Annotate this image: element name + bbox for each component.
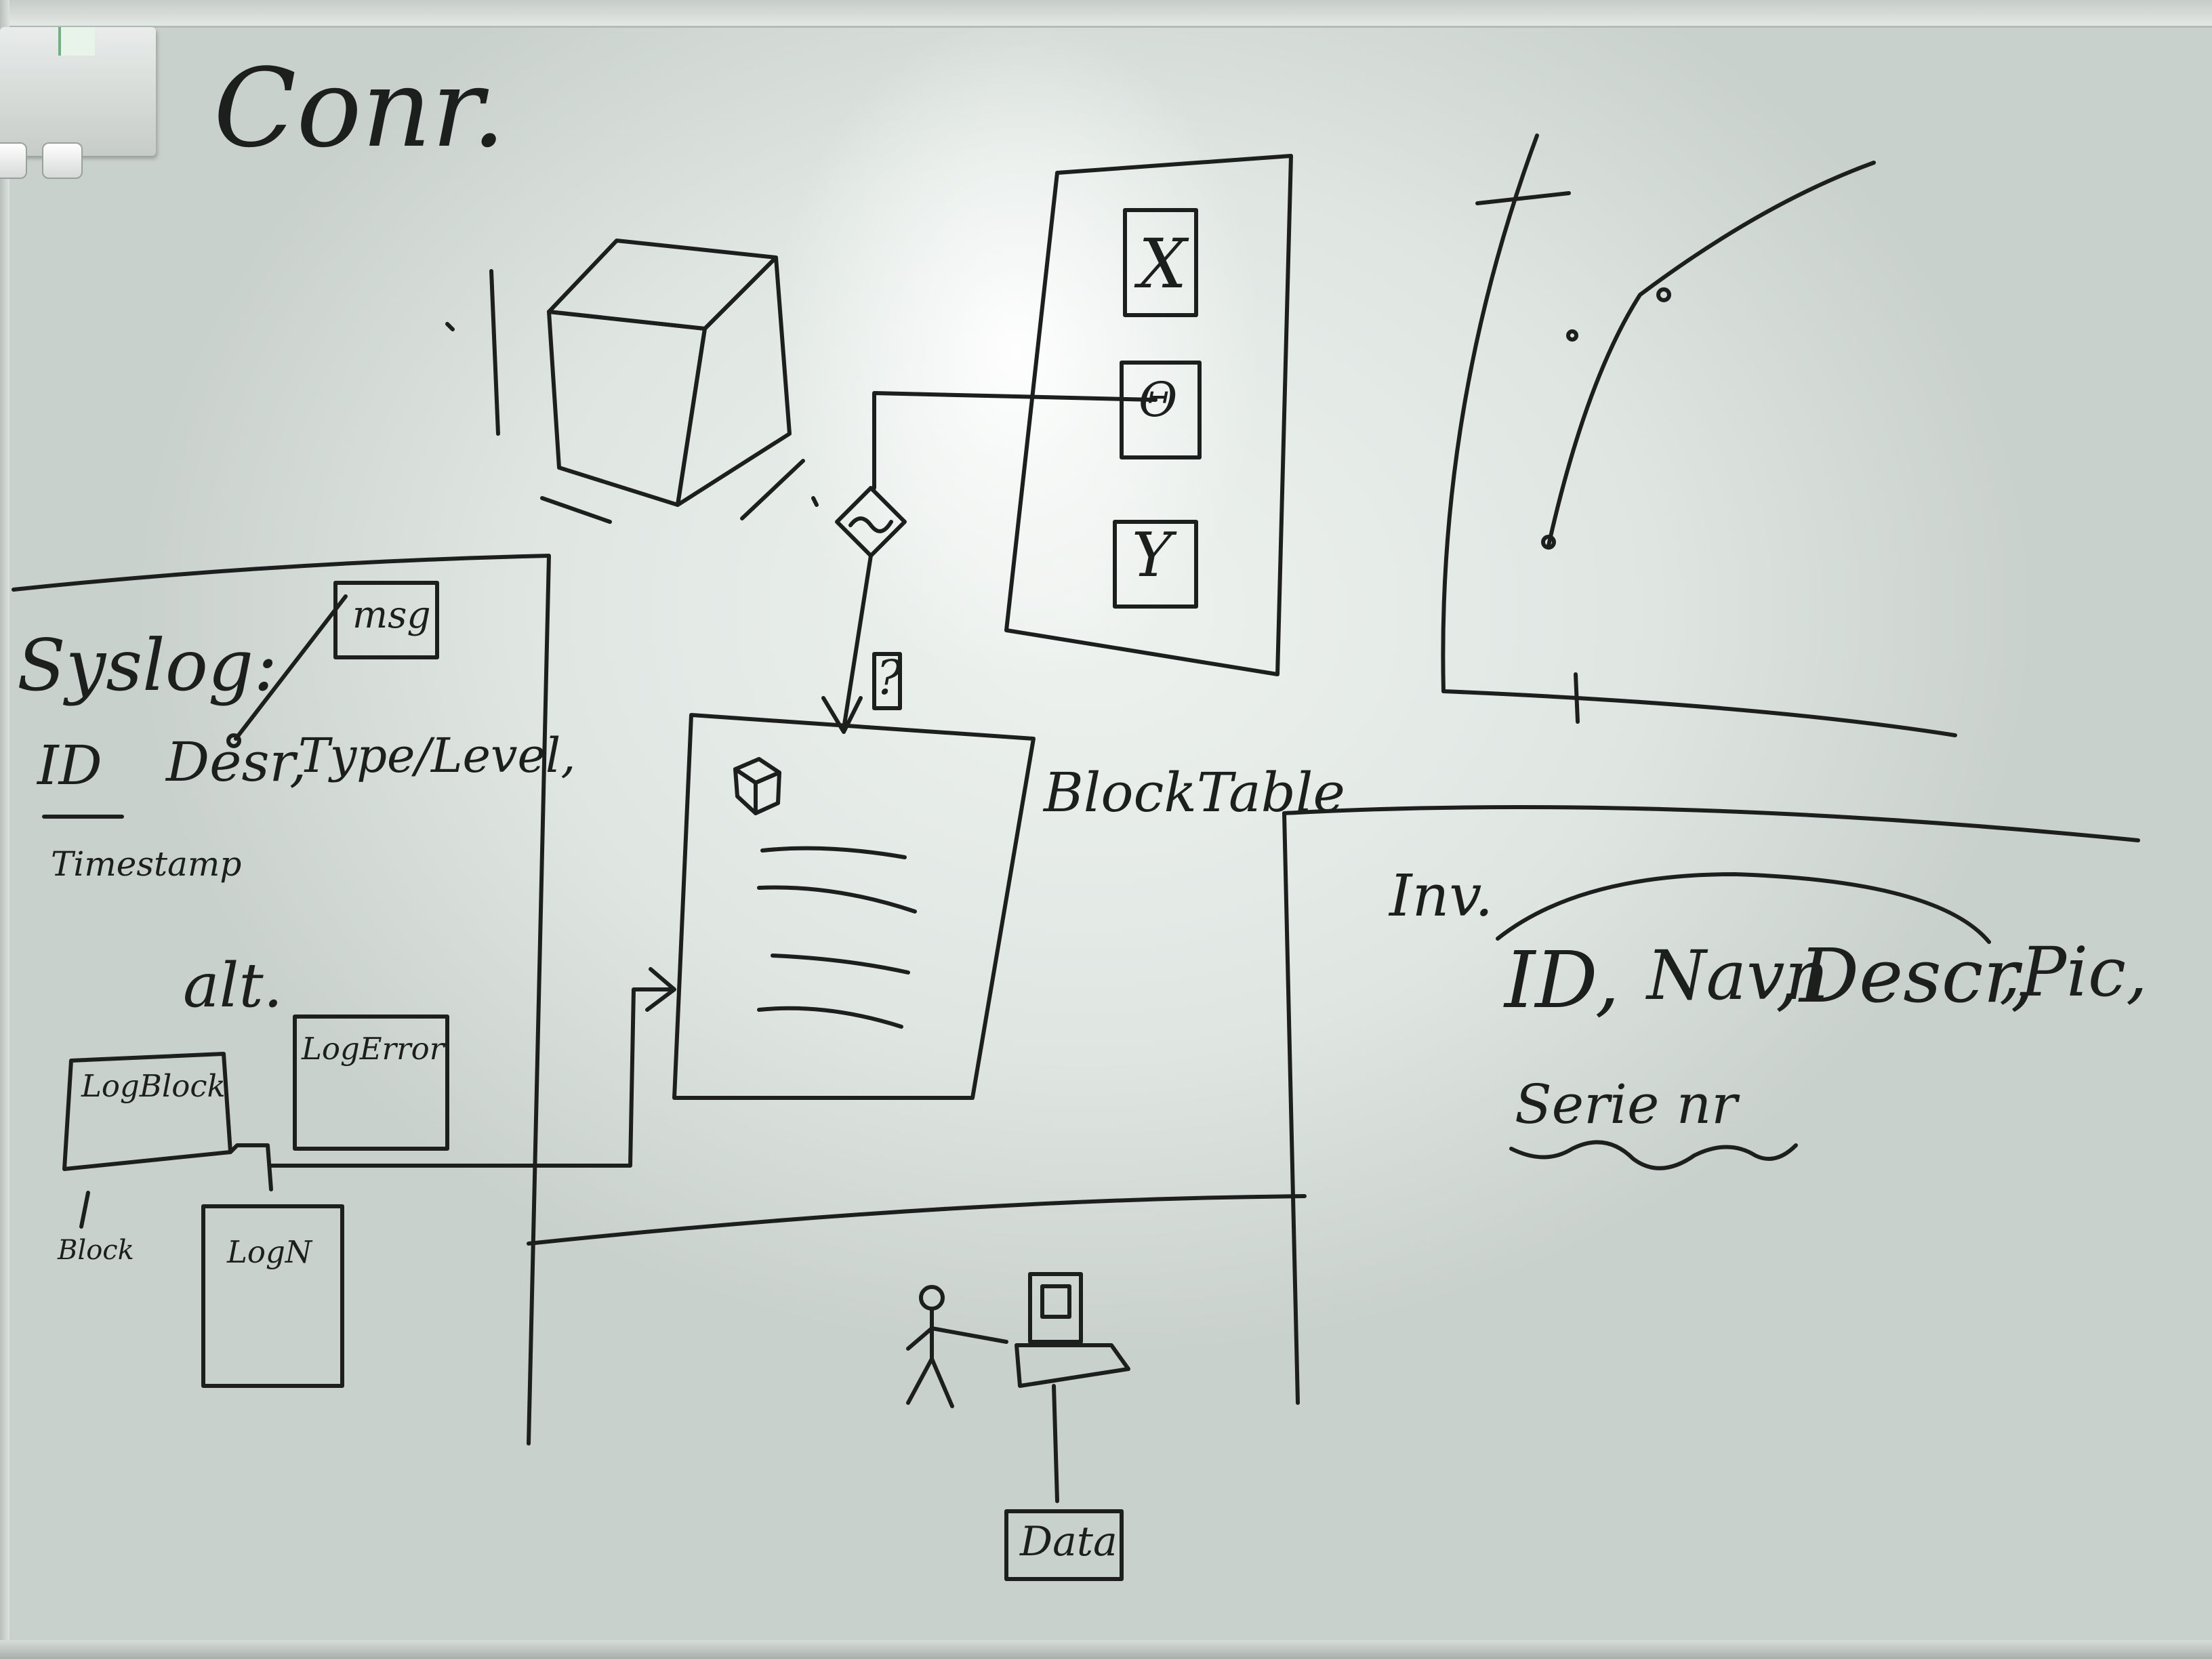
logerror-box: [293, 1015, 449, 1151]
text-line: [757, 885, 917, 914]
chain-y-mark: Y: [1132, 520, 1172, 591]
chain-theta-mark: Θ: [1139, 372, 1178, 428]
graph-x-axis: [1441, 689, 1957, 737]
chain-y-box: [1113, 520, 1198, 609]
down-arrowhead: [821, 696, 863, 734]
inv-field-navn: Navn: [1647, 936, 1829, 1015]
question-box: [872, 652, 902, 710]
logblock-link: [228, 1143, 273, 1191]
logn-box: [201, 1204, 344, 1388]
computer-data-line: [1052, 1384, 1059, 1503]
diamond-connector: [835, 486, 907, 558]
chain-panel: [1004, 154, 1293, 676]
logblock-label: LogBlock: [81, 1068, 226, 1104]
computer-icon: [1015, 1272, 1130, 1388]
data-box: [1004, 1509, 1124, 1581]
motion-lines: [445, 269, 819, 524]
blocktable-document: [672, 713, 1036, 1100]
syslog-field-desc: Desr,: [166, 731, 307, 794]
inv-serie-nr: Serie nr: [1515, 1073, 1738, 1136]
graph-y-axis: [1441, 134, 1539, 693]
right-section-top: [1282, 805, 2140, 842]
syslog-field-id: ID: [37, 734, 102, 797]
msg-connector-dot: [226, 733, 241, 748]
logerror-label: LogError: [302, 1031, 445, 1067]
text-line: [757, 1006, 903, 1029]
logn-label: LogN: [227, 1234, 312, 1270]
msg-box: [333, 581, 439, 659]
inv-field-id: ID,: [1504, 935, 1620, 1026]
syslog-timestamp: Timestamp: [51, 844, 242, 884]
graph-point: [1656, 287, 1671, 302]
syslog-connector: [588, 987, 673, 1168]
syslog-heading: Syslog:: [17, 624, 278, 707]
cube-small-icon: [733, 757, 781, 815]
alt-label: alt.: [183, 950, 283, 1021]
inv-arc: [1496, 872, 1991, 944]
graph-curve: [1547, 161, 1876, 548]
chain-connector: [872, 391, 1158, 490]
marker-tray: [0, 27, 156, 179]
syslog-panel: [12, 554, 551, 1446]
marker-cap: [0, 142, 27, 179]
block-label: Block: [58, 1235, 134, 1266]
diamond-squiggle: [848, 516, 893, 533]
question-mark: ?: [876, 650, 902, 705]
inv-label: Inv.: [1389, 863, 1494, 930]
middle-divider: [527, 1194, 1307, 1246]
marker-cap: [42, 142, 83, 179]
inv-field-pic: ,Pic,: [1999, 933, 2148, 1012]
text-line: [760, 846, 907, 859]
msg-label: msg: [352, 593, 431, 636]
board-frame-top: [0, 0, 2212, 28]
blocktable-label: BlockTable: [1044, 761, 1345, 824]
graph-x-tick: [1574, 672, 1580, 724]
board-frame-bottom: [0, 1640, 2212, 1659]
graph-y-tick: [1475, 191, 1571, 205]
chain-x-box: [1123, 208, 1198, 317]
down-arrow: [842, 554, 873, 731]
board-frame-left: [0, 0, 9, 1659]
block-arrow: [79, 1191, 90, 1229]
inv-field-descr: ,Descr,: [1776, 933, 2034, 1019]
graph-point: [1541, 535, 1556, 550]
chain-x-mark: X: [1139, 224, 1187, 304]
right-section-line: [1282, 811, 1300, 1405]
graph-point: [1566, 329, 1578, 342]
board-title: Conr.: [213, 45, 506, 171]
text-line: [771, 954, 910, 975]
tape-strip: [58, 27, 95, 56]
syslog-field-type: Type/Level,: [298, 728, 576, 783]
cube-icon: [547, 239, 792, 507]
serie-underline: [1509, 1140, 1798, 1170]
person-icon: [906, 1285, 1008, 1408]
right-arrowhead: [645, 967, 676, 1012]
data-label: Data: [1020, 1518, 1118, 1565]
chain-theta-box: [1120, 361, 1202, 459]
msg-connector: [234, 594, 348, 741]
